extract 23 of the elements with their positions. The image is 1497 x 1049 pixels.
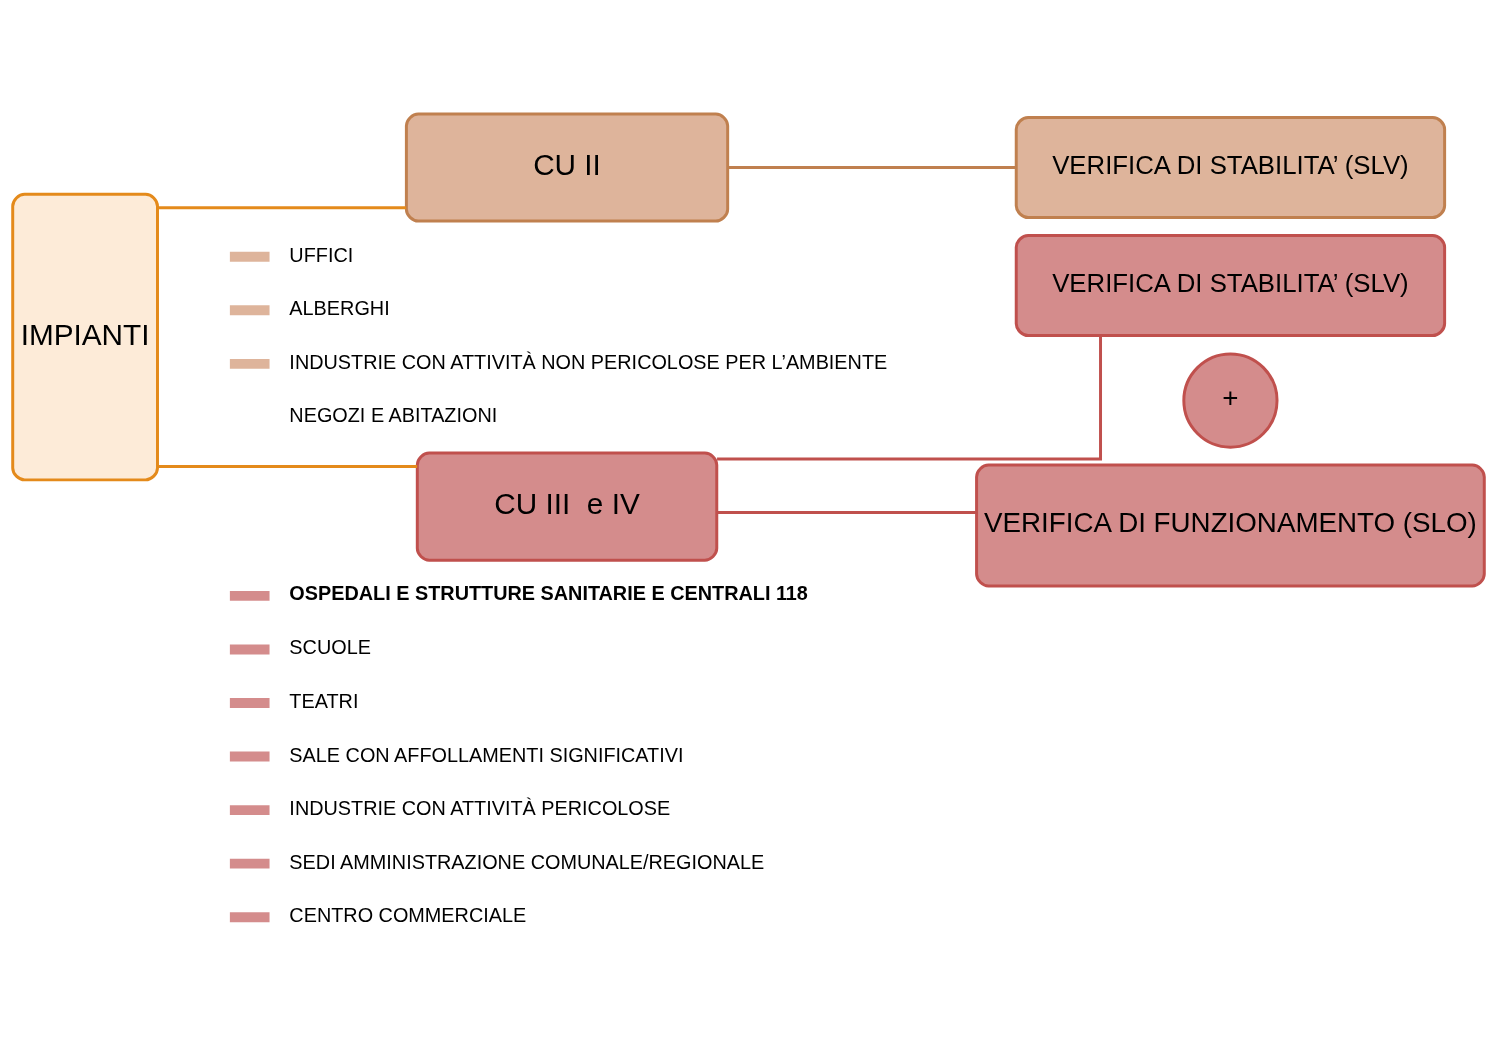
node-box: VERIFICA DI FUNZIONAMENTO (SLO) (975, 463, 1486, 588)
label: SEDI AMMINISTRAZIONE COMUNALE/REGIONALE (289, 850, 765, 873)
label: TEATRI (289, 689, 359, 712)
label: NEGOZI E ABITAZIONI (289, 404, 498, 427)
connector (157, 465, 418, 468)
label: INDUSTRIE CON ATTIVITÀ NON PERICOLOSE PER L’AMBIENTE (289, 350, 888, 373)
label: ALBERGHI (289, 297, 390, 320)
label: SCUOLE (289, 636, 371, 659)
node-box: VERIFICA DI STABILITA’ (SLV) (1014, 115, 1447, 220)
label: INDUSTRIE CON ATTIVITÀ PERICOLOSE (289, 797, 671, 820)
label: SALE CON AFFOLLAMENTI SIGNIFICATIVI (289, 743, 684, 766)
label: OSPEDALI E STRUTTURE SANITARIE E CENTRALI 118 (289, 581, 808, 604)
label: CENTRO COMMERCIALE (289, 904, 527, 927)
node-box: CU II (404, 112, 730, 223)
connector (728, 166, 1017, 169)
connector (717, 335, 1102, 461)
label: UFFICI (289, 243, 354, 266)
node-box: CU III e IV (415, 451, 719, 562)
connector (157, 206, 407, 210)
node-box: IMPIANTI (11, 192, 159, 482)
node-box: VERIFICA DI STABILITA’ (SLV) (1014, 233, 1447, 338)
connector (717, 511, 977, 515)
node-circle: + (1182, 352, 1279, 449)
